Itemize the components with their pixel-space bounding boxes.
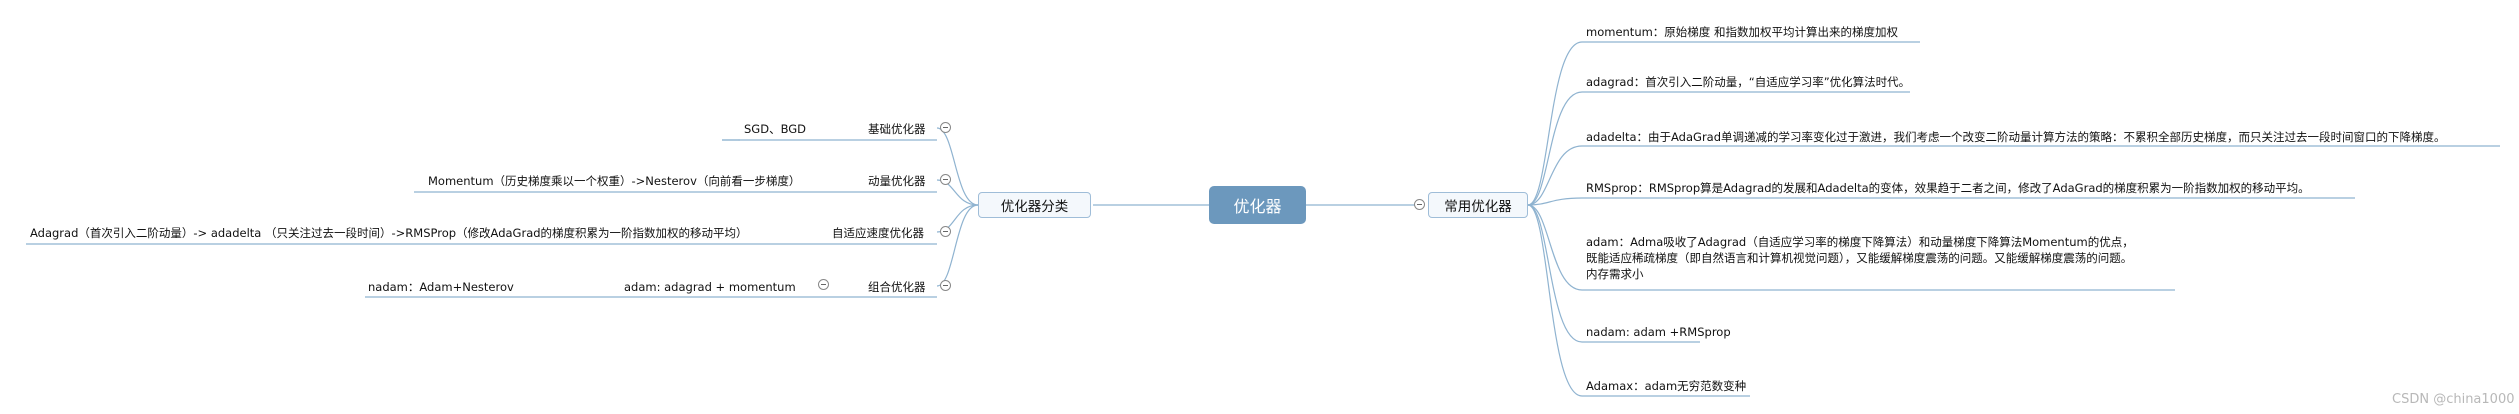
combined-optimizer-detail[interactable]: adam: adagrad + momentum xyxy=(624,280,796,294)
right-branch-node[interactable]: 常用优化器 xyxy=(1428,192,1528,218)
root-node[interactable]: 优化器 xyxy=(1209,186,1306,224)
optimizer-nadam[interactable]: nadam: adam +RMSprop xyxy=(1586,325,1731,339)
category-momentum-optimizer[interactable]: 动量优化器 xyxy=(868,174,926,188)
basic-optimizer-detail[interactable]: SGD、BGD xyxy=(744,122,807,136)
collapse-icon[interactable] xyxy=(1414,199,1425,210)
adam-line-1: adam：Adma吸收了Adagrad（自适应学习率的梯度下降算法）和动量梯度下… xyxy=(1586,235,2134,249)
nadam-detail[interactable]: nadam：Adam+Nesterov xyxy=(368,280,514,294)
category-adaptive-optimizer[interactable]: 自适应速度优化器 xyxy=(832,226,924,240)
collapse-icon[interactable] xyxy=(940,122,951,133)
adam-line-2: 既能适应稀疏梯度（即自然语言和计算机视觉问题），又能缓解梯度震荡的问题。又能缓解… xyxy=(1586,251,2133,265)
watermark: CSDN @china1000 xyxy=(2392,392,2515,407)
optimizer-adam[interactable]: adam：Adma吸收了Adagrad（自适应学习率的梯度下降算法）和动量梯度下… xyxy=(1586,234,2134,282)
momentum-optimizer-detail[interactable]: Momentum（历史梯度乘以一个权重）->Nesterov（向前看一步梯度） xyxy=(428,174,801,188)
category-combined-optimizer[interactable]: 组合优化器 xyxy=(868,280,926,294)
collapse-icon[interactable] xyxy=(940,174,951,185)
optimizer-momentum[interactable]: momentum：原始梯度 和指数加权平均计算出来的梯度加权 xyxy=(1586,25,1898,39)
collapse-icon[interactable] xyxy=(940,226,951,237)
category-basic-optimizer[interactable]: 基础优化器 xyxy=(868,122,926,136)
adaptive-optimizer-detail[interactable]: Adagrad（首次引入二阶动量）-> adadelta （只关注过去一段时间）… xyxy=(30,226,748,240)
collapse-icon[interactable] xyxy=(940,280,951,291)
left-branch-node[interactable]: 优化器分类 xyxy=(978,192,1091,218)
optimizer-rmsprop[interactable]: RMSprop：RMSprop算是Adagrad的发展和Adadelta的变体，… xyxy=(1586,181,2310,195)
adam-line-3: 内存需求小 xyxy=(1586,267,1644,281)
optimizer-adagrad[interactable]: adagrad：首次引入二阶动量，“自适应学习率”优化算法时代。 xyxy=(1586,75,1911,89)
collapse-icon[interactable] xyxy=(818,279,829,290)
optimizer-adamax[interactable]: Adamax：adam无穷范数变种 xyxy=(1586,379,1747,393)
optimizer-adadelta[interactable]: adadelta：由于AdaGrad单调递减的学习率变化过于激进，我们考虑一个改… xyxy=(1586,130,2446,144)
